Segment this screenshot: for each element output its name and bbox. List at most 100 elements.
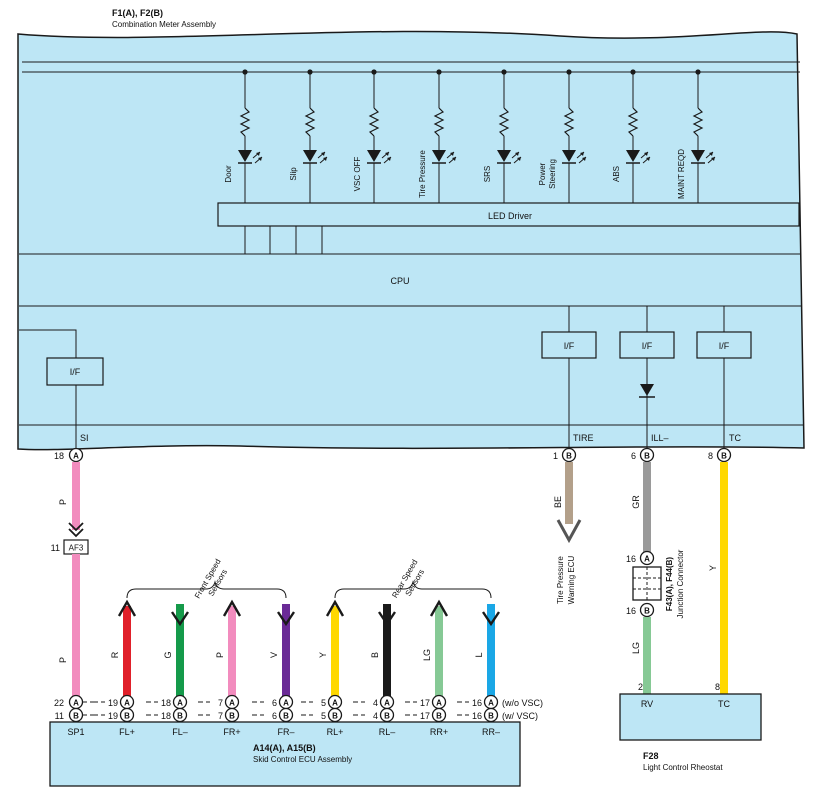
arrow-down-icon [482, 611, 500, 627]
led-3: VSC OFF [353, 69, 392, 203]
ecu-terminal-label: RR+ [430, 727, 448, 737]
sensor-wire-color: R [110, 651, 120, 658]
resistor-icon [368, 107, 380, 137]
resistor-icon [692, 107, 704, 137]
tire-wire-color: BE [553, 496, 563, 508]
led-label: Steering [548, 159, 557, 189]
terminal-si: SI [80, 433, 89, 443]
tire-interface: I/F TIRE [541, 306, 597, 448]
tc-wire-color: Y [708, 565, 718, 571]
sensor-pin-connector: A [332, 699, 338, 708]
sensor-pin-connector: A [177, 699, 183, 708]
if-ill-label: I/F [642, 341, 653, 351]
led-icon [238, 150, 252, 162]
resistor-icon [239, 107, 251, 137]
sensor-pin-number: 6 [272, 698, 277, 708]
sensor-pin-number: 18 [161, 698, 171, 708]
sensor-pin-connector: B [488, 712, 494, 721]
variant-with-vsc: (w/ VSC) [502, 711, 538, 721]
rheostat-name: Light Control Rheostat [643, 763, 723, 772]
pin-tc-number: 8 [708, 451, 713, 461]
rheostat-rv-pin: 2 [638, 682, 643, 692]
sensor-pin-connector: B [177, 712, 183, 721]
resistor-icon [304, 107, 316, 137]
pin-tire-number: 1 [553, 451, 558, 461]
rheostat-block: 2 8 RV TC F28 Light Control Rheostat [619, 682, 762, 772]
led-label: ABS [612, 166, 621, 182]
led-5: SRS [483, 69, 522, 203]
sensor-pin-connector: B [436, 712, 442, 721]
tc-interface: I/F TC [696, 306, 752, 448]
tire-ecu-label-2: Warning ECU [567, 555, 576, 604]
pin-si-number: 18 [54, 451, 64, 461]
sensor-pin-connector: B [283, 712, 289, 721]
rheostat-tc-terminal: TC [718, 699, 730, 709]
sensor-pin-number: 4 [373, 698, 378, 708]
led-icon [562, 150, 576, 162]
ecu-terminal-label: FL+ [119, 727, 135, 737]
skid-control-ecu: SP1 A14(A), A15(B) Skid Control ECU Asse… [49, 721, 521, 787]
sp1-pin-a-connector: A [73, 699, 79, 708]
pin-si: 18 A [54, 447, 84, 463]
led-label: SRS [483, 166, 492, 182]
led-8: MAINT REQD [677, 69, 716, 203]
ecu-terminal-label: FR+ [223, 727, 240, 737]
terminal-tc: TC [729, 433, 741, 443]
led-4: Tire Pressure [418, 69, 457, 203]
rear-sensor-group: Rear Speed Sensors [334, 558, 492, 599]
ecu-name: Skid Control ECU Assembly [253, 755, 352, 764]
sensor-wire-color: P [215, 652, 225, 658]
af3-label: AF3 [69, 544, 84, 553]
pin-tc: 8 B [708, 447, 732, 463]
pin-tire-connector: B [566, 452, 572, 461]
sensor-pin-number: 5 [321, 711, 326, 721]
junction-connector [632, 566, 662, 601]
pin-si-connector: A [73, 452, 79, 461]
led-label: MAINT REQD [677, 149, 686, 199]
led-icon [303, 150, 317, 162]
front-sensor-group: Front Speed Sensors [126, 557, 287, 600]
pin-tire: 1 B [553, 447, 577, 463]
sensor-pin-number: 19 [108, 711, 118, 721]
sp1-pins: 22 A 11 B [54, 694, 94, 723]
ecu-terminal-label: RL+ [327, 727, 344, 737]
led-label: Door [224, 165, 233, 183]
sensor-pin-connector: B [332, 712, 338, 721]
led-icon [497, 150, 511, 162]
sensor-wire-color: G [163, 651, 173, 658]
sensor-pin-connector: A [283, 699, 289, 708]
sensor-wire-color: L [474, 652, 484, 657]
tire-ecu-label-1: Tire Pressure [556, 556, 565, 604]
rheostat-rv-terminal: RV [641, 699, 653, 709]
ecu-terminal-label: RR– [482, 727, 500, 737]
tc-wire: Y [708, 462, 728, 694]
sensor-pin-connector: A [229, 699, 235, 708]
ecu-terminal-label: FR– [277, 727, 294, 737]
sensor-pin-number: 17 [420, 711, 430, 721]
resistor-icon [433, 107, 445, 137]
sensor-pin-connector: A [124, 699, 130, 708]
junction-bottom-connector: B [644, 607, 650, 616]
ecu-terminal-sp1: SP1 [67, 727, 84, 737]
sensor-pin-number: 5 [321, 698, 326, 708]
si-wire: P AF3 11 P [51, 462, 89, 696]
sp1-pin-b-number: 11 [55, 711, 64, 721]
arrow-up-icon [325, 599, 345, 617]
sensor-pin-connector: B [229, 712, 235, 721]
ecu-terminal-label: FL– [172, 727, 188, 737]
sensor-pin-connector: B [384, 712, 390, 721]
sensor-wire-color: B [370, 652, 380, 658]
resistor-icon [627, 107, 639, 137]
ecu-terminals: FL+FL–FR+FR–RL+RL–RR+RR– [119, 727, 500, 737]
led-label: Slip [289, 167, 298, 181]
sensor-pin-connector: A [384, 699, 390, 708]
af3-pin-number: 11 [51, 543, 60, 553]
pin-ill-number: 6 [631, 451, 636, 461]
led-driver-label: LED Driver [488, 211, 532, 221]
